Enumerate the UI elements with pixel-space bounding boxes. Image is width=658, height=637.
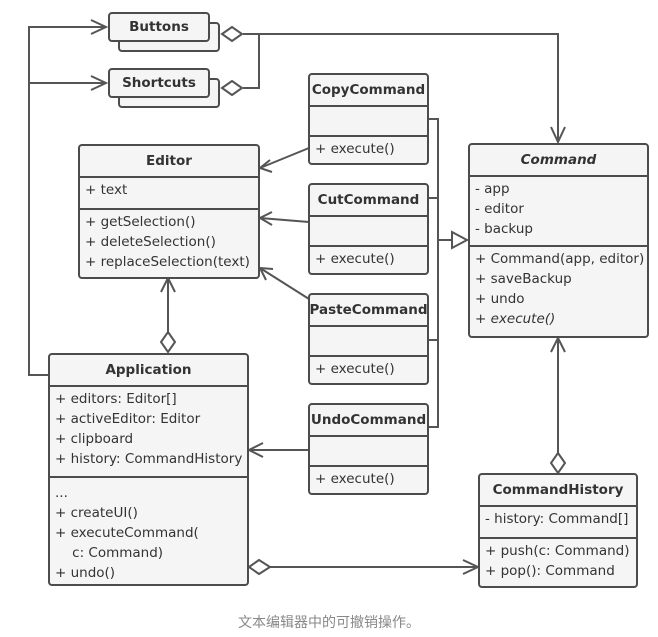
undo-command-class: UndoCommand + execute()	[308, 403, 429, 495]
method: + execute()	[315, 251, 395, 267]
copy-to-editor	[259, 147, 310, 169]
method: + executeCommand(	[55, 525, 199, 541]
arrowhead-buttons	[90, 19, 109, 35]
method: + undo()	[55, 565, 116, 581]
undo-command-methods: + execute()	[310, 467, 427, 491]
method: + createUI()	[55, 505, 138, 521]
field: - app	[475, 181, 510, 197]
field: - backup	[475, 221, 533, 237]
method: + execute()	[315, 361, 395, 377]
paste-command-class: PasteCommand + execute()	[308, 293, 429, 385]
empty-fields	[310, 327, 427, 357]
method: + execute()	[315, 471, 395, 487]
shortcuts-class: Shortcuts	[108, 68, 220, 108]
copy-command-name: CopyCommand	[310, 75, 427, 107]
field: - history: Command[]	[485, 511, 629, 527]
shortcuts-label: Shortcuts	[108, 68, 210, 98]
command-fields: - app - editor - backup	[470, 177, 647, 247]
method: + saveBackup	[475, 271, 572, 287]
command-history-fields: - history: Command[]	[480, 507, 636, 539]
diamond-shortcuts	[220, 79, 244, 97]
method: + push(c: Command)	[485, 543, 630, 559]
inheritance-bracket	[428, 118, 452, 428]
method: ...	[55, 485, 68, 501]
cut-command-class: CutCommand + execute()	[308, 183, 429, 275]
ui-to-command-line	[243, 33, 559, 142]
empty-fields	[310, 217, 427, 247]
method-continued: c: Command)	[55, 545, 164, 561]
cut-command-methods: + execute()	[310, 247, 427, 271]
buttons-label: Buttons	[108, 12, 210, 42]
command-history-class: CommandHistory - history: Command[] + pu…	[478, 473, 638, 588]
application-methods: ... + createUI() + executeCommand( c: Co…	[50, 478, 247, 584]
empty-fields	[310, 437, 427, 467]
field: + clipboard	[55, 431, 134, 447]
cut-command-name: CutCommand	[310, 185, 427, 217]
method: + Command(app, editor)	[475, 251, 645, 267]
command-history-methods: + push(c: Command) + pop(): Command	[480, 539, 636, 583]
buttons-class: Buttons	[108, 12, 220, 52]
arrowhead-command-top	[550, 126, 566, 145]
application-class: Application + editors: Editor[] + active…	[48, 353, 249, 586]
editor-fields: + text	[80, 178, 258, 210]
abstract-method: + execute()	[475, 311, 556, 327]
application-fields: + editors: Editor[] + activeEditor: Edit…	[50, 387, 247, 478]
copy-command-class: CopyCommand + execute()	[308, 73, 429, 165]
method: + pop(): Command	[485, 563, 615, 579]
command-history-name: CommandHistory	[480, 475, 636, 507]
method: + getSelection()	[85, 214, 196, 230]
command-name: Command	[470, 145, 647, 177]
editor-methods: + getSelection() + deleteSelection() + r…	[80, 210, 258, 274]
method: + execute()	[315, 141, 395, 157]
field: + editors: Editor[]	[55, 391, 177, 407]
command-methods: + Command(app, editor) + saveBackup + un…	[470, 247, 647, 331]
method: + undo	[475, 291, 525, 307]
paste-command-name: PasteCommand	[310, 295, 427, 327]
undo-command-name: UndoCommand	[310, 405, 427, 437]
method: + replaceSelection(text)	[85, 254, 250, 270]
method: + deleteSelection()	[85, 234, 216, 250]
application-name: Application	[50, 355, 247, 387]
copy-command-methods: + execute()	[310, 137, 427, 161]
field: + text	[85, 182, 128, 198]
figure-caption: 文本编辑器中的可撤销操作。	[238, 615, 420, 631]
editor-name: Editor	[80, 146, 258, 178]
app-to-ui-line	[28, 26, 106, 376]
paste-command-methods: + execute()	[310, 357, 427, 381]
arrowhead-shortcuts	[90, 75, 109, 91]
field: + history: CommandHistory	[55, 451, 243, 467]
field: + activeEditor: Editor	[55, 411, 201, 427]
empty-fields	[310, 107, 427, 137]
field: - editor	[475, 201, 524, 217]
cut-to-editor	[259, 217, 310, 223]
paste-to-editor	[259, 267, 310, 300]
editor-class: Editor + text + getSelection() + deleteS…	[78, 144, 260, 279]
inheritance-triangle	[451, 230, 470, 250]
command-class: Command - app - editor - backup + Comman…	[468, 143, 649, 338]
diamond-buttons	[220, 25, 244, 43]
